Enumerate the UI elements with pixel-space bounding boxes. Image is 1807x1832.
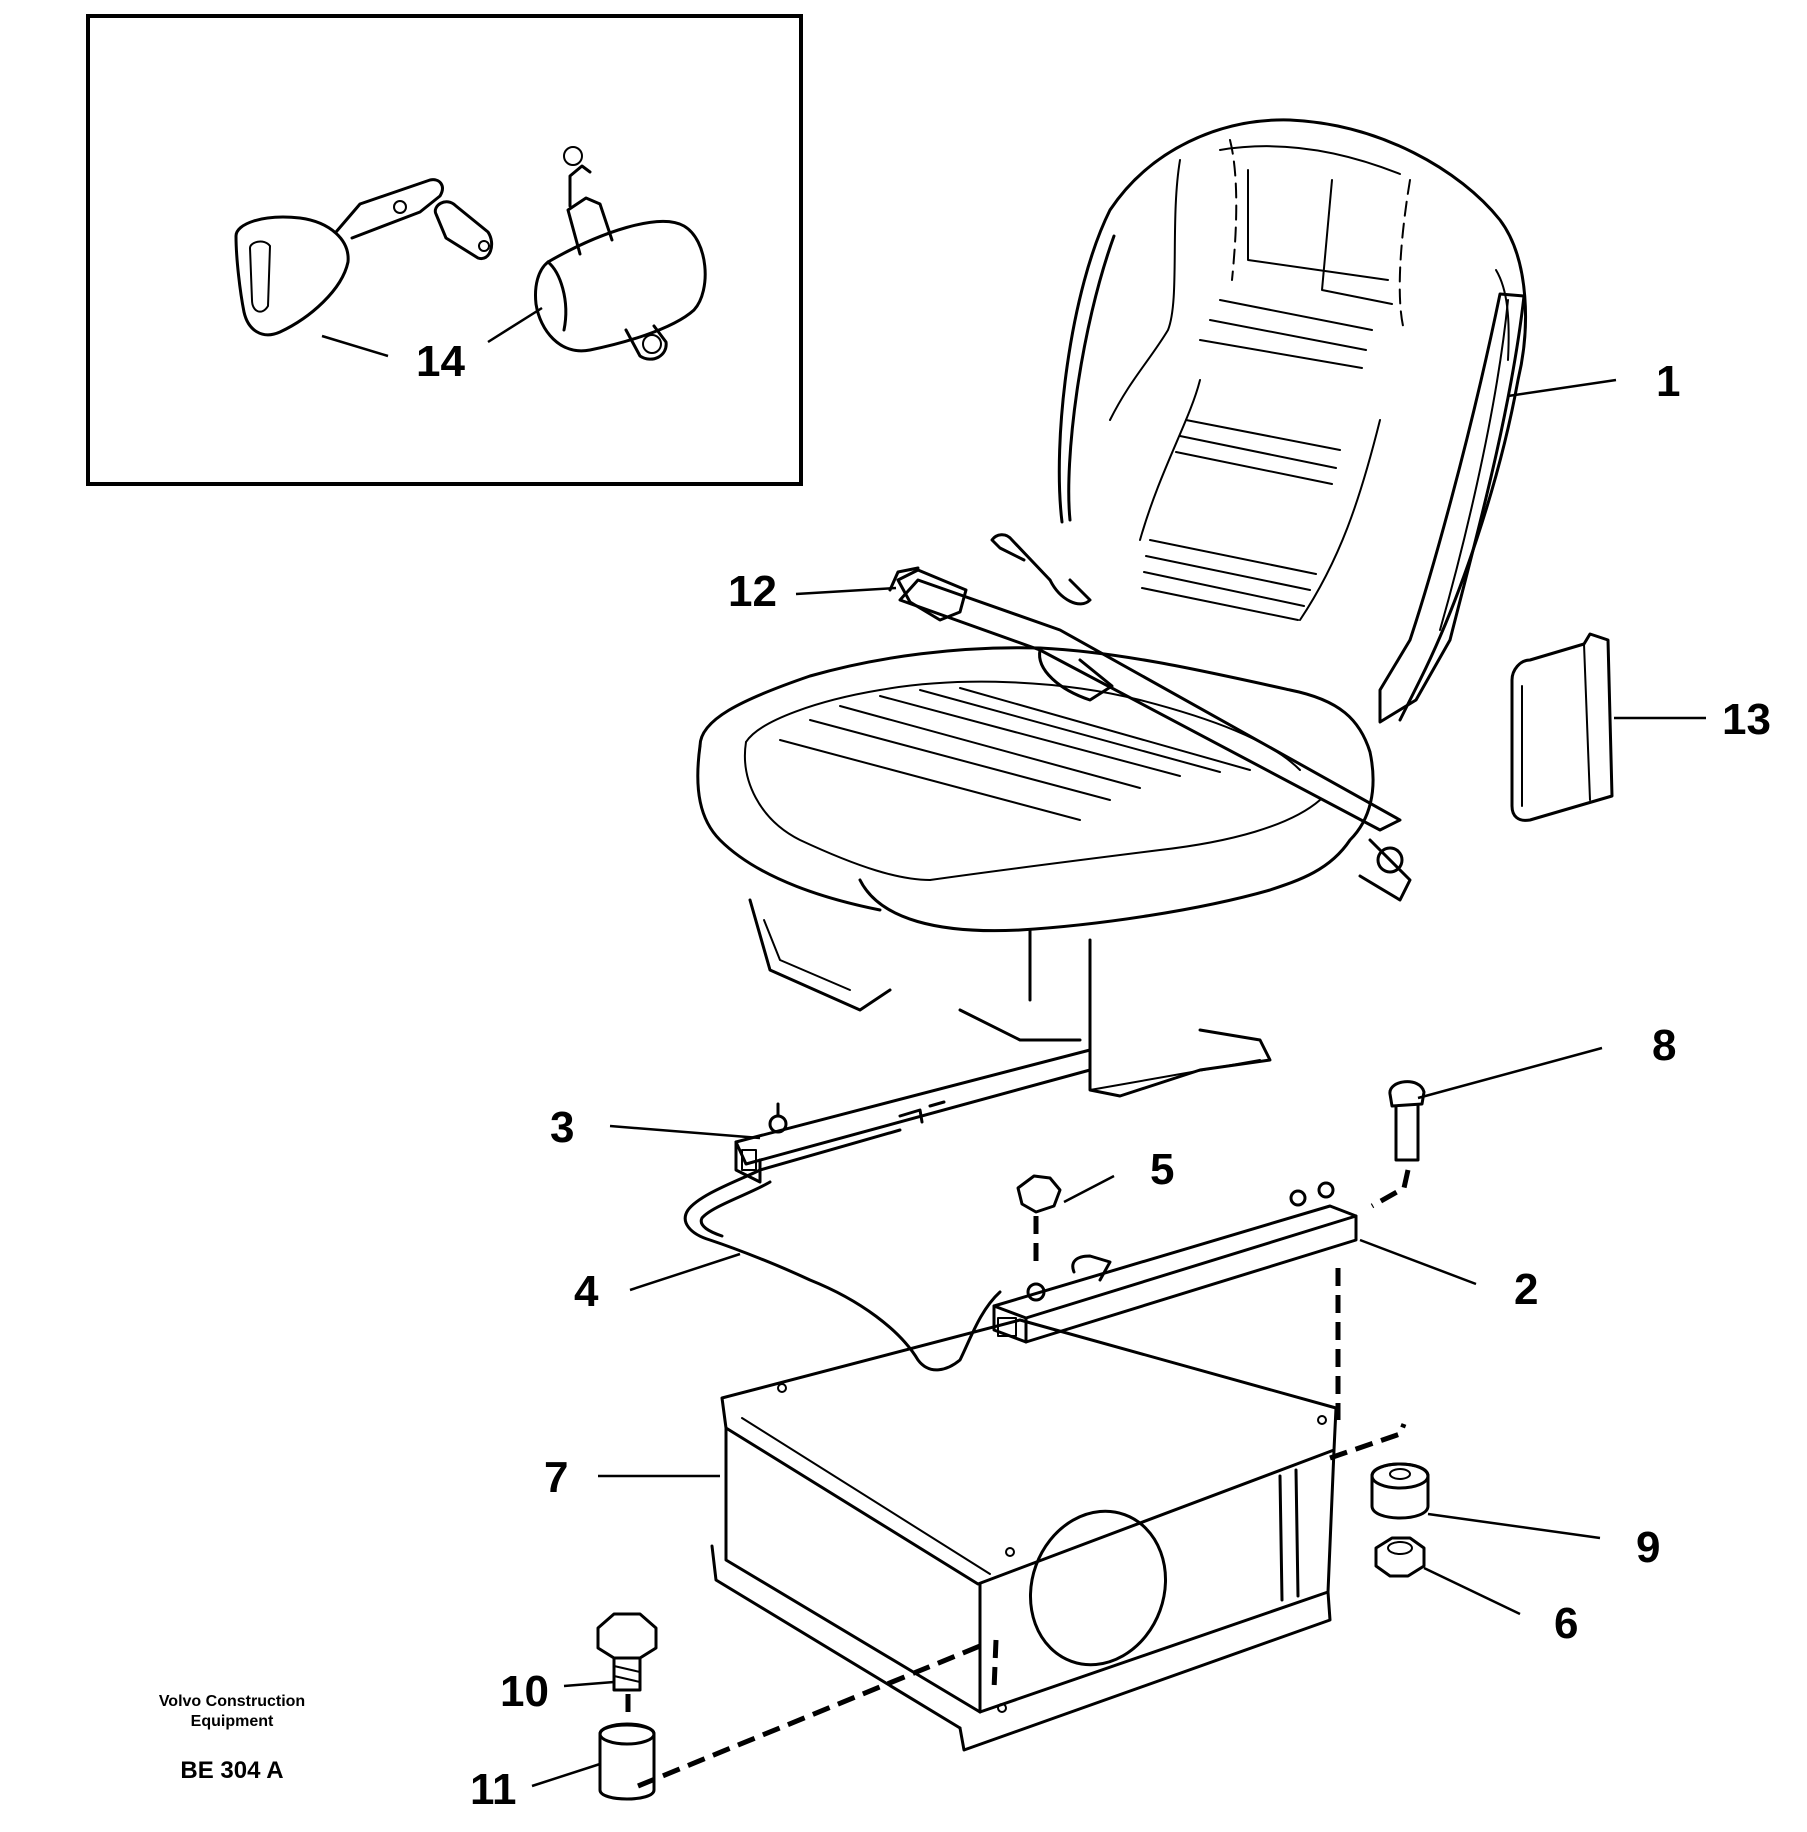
brand-line-2: Equipment [191,1713,274,1730]
callout-12: 12 [728,567,777,616]
callout-10: 10 [500,1667,549,1716]
brand-line-1: Volvo Construction [159,1693,305,1710]
seat-illustration [696,118,1614,1098]
callout-7: 7 [544,1453,568,1502]
drawing-code: BE 304 A [180,1757,283,1784]
callout-2: 2 [1514,1265,1538,1314]
buckle-icon [234,178,494,337]
callout-4: 4 [574,1267,599,1316]
spacer-nut-illustration [1370,1462,1430,1578]
callout-labels: 1 2 3 4 5 6 7 8 9 10 11 12 13 [470,357,1771,1814]
inset-panel: 14 [86,14,803,486]
leader-lines [531,378,1706,1788]
callout-9: 9 [1636,1523,1660,1572]
callout-1: 1 [1656,357,1680,406]
callout-13: 13 [1722,695,1771,744]
bolt-spacer-illustration [596,1612,658,1801]
callout-3: 3 [550,1103,574,1152]
brand-block: Volvo Construction Equipment BE 304 A [159,1693,305,1784]
rails-illustration [683,1048,1426,1372]
inset-callout-label: 14 [416,337,465,386]
base-box-illustration [637,1268,1407,1789]
callout-8: 8 [1652,1021,1676,1070]
callout-6: 6 [1554,1599,1578,1648]
callout-11: 11 [470,1765,517,1814]
callout-5: 5 [1150,1145,1174,1194]
belt-retractor-icon [534,146,707,361]
